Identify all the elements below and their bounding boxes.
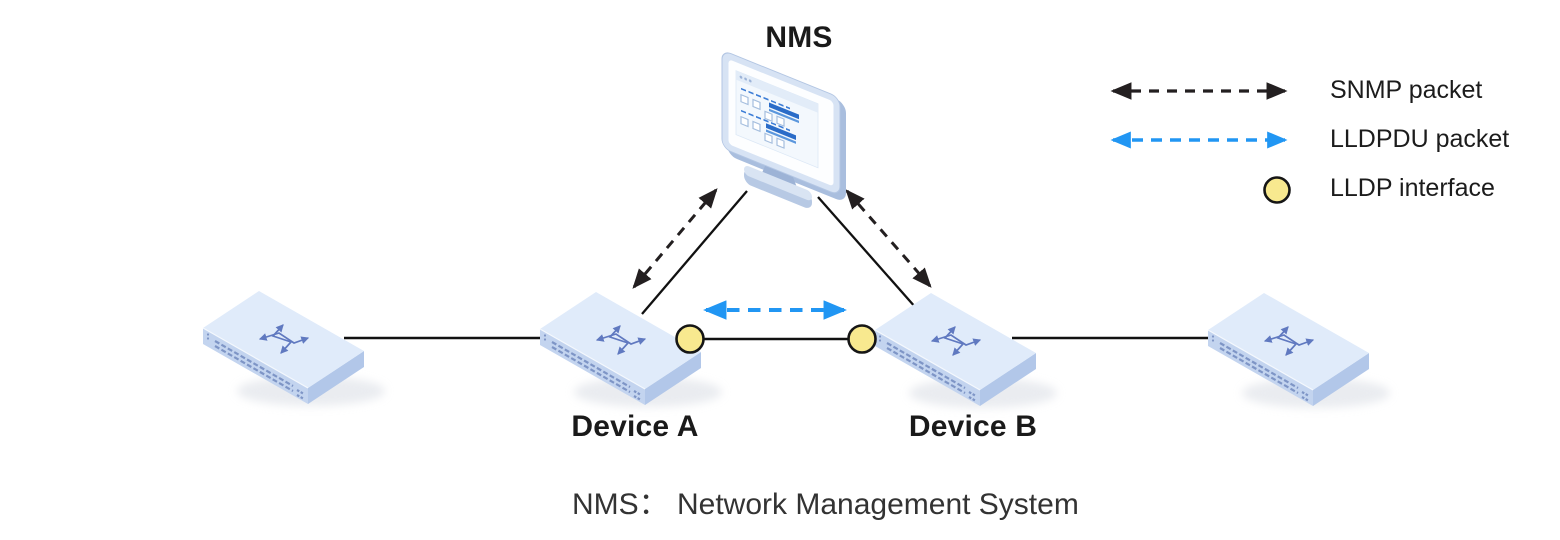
legend-label-snmp-packet: SNMP packet (1330, 76, 1483, 104)
caption-nms-definition: NMS： Network Management System (572, 488, 1079, 521)
snmp-arrow-device-b-icon (845, 189, 932, 288)
device-a-label: Device A (571, 410, 699, 443)
device-b-label: Device B (908, 410, 1038, 443)
nms-monitor-icon (721, 52, 846, 208)
legend-label-lldp-interface: LLDP interface (1330, 174, 1495, 202)
lldp-interface-device-b-icon (847, 324, 877, 354)
link-nms-to-device-a (641, 190, 748, 315)
switch-left-icon (203, 291, 385, 406)
nms-title: NMS (765, 21, 833, 54)
switch-device-b-icon (875, 293, 1057, 408)
legend-lldp-interface-icon (1263, 176, 1291, 204)
link-nms-to-device-b (817, 196, 917, 309)
legend-label-lldpdu-packet: LLDPDU packet (1330, 125, 1510, 153)
snmp-arrow-device-a-icon (632, 188, 718, 289)
switch-right-icon (1208, 293, 1390, 408)
browser-content (740, 87, 799, 149)
lldp-interface-device-a-icon (675, 324, 705, 354)
